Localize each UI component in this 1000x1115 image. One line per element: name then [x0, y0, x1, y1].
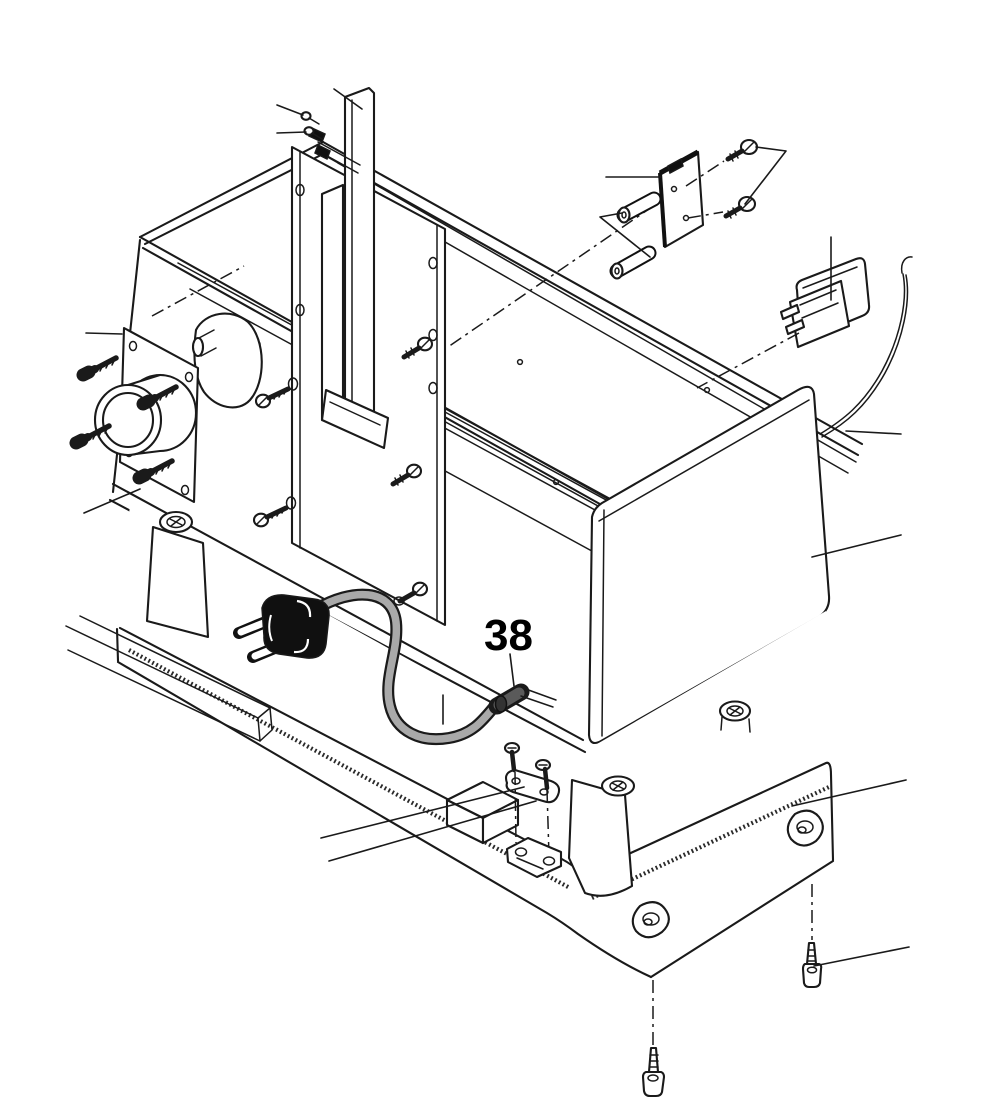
centerline [696, 332, 800, 389]
strain-relief-bushing [488, 683, 557, 715]
pan-head-screw [390, 463, 423, 487]
standoff-spacer [609, 245, 657, 280]
flat-head-screw [76, 355, 119, 382]
column-top-bracket [276, 88, 363, 174]
power-cord-assembly [233, 588, 557, 745]
centerline [546, 789, 550, 857]
pan-head-screw [252, 496, 297, 528]
spade-terminal [784, 318, 806, 336]
side-cover [587, 385, 902, 745]
chassis-foot-pillar [145, 510, 210, 639]
plate-screw [723, 195, 757, 219]
screw-recess [631, 901, 670, 939]
pan-head-screw [401, 336, 434, 360]
leader-line [845, 430, 902, 435]
centerline [151, 265, 245, 317]
switch-wire [819, 256, 913, 438]
pan-head-screw [254, 377, 299, 409]
clamp-bracket [505, 836, 563, 879]
pan-head-screw [393, 581, 429, 606]
socket-head-screw [641, 1046, 666, 1098]
socket-head-screw [801, 941, 823, 989]
screw-recess [786, 809, 824, 847]
leader-line [811, 534, 902, 558]
leader-line [333, 88, 363, 110]
boss-screw [718, 700, 752, 733]
panel-screws [390, 336, 434, 606]
base-screws [641, 884, 910, 1098]
bracket-screw [300, 111, 320, 125]
circuit-plate-assembly [447, 138, 787, 348]
leader-line [83, 488, 141, 514]
clamp-screw [534, 758, 552, 791]
flat-head-screw [69, 423, 112, 450]
leader-line [744, 146, 787, 205]
flange-screws [69, 355, 299, 528]
standoff-spacer [616, 191, 662, 224]
leader-line [599, 212, 651, 258]
leader-line [509, 653, 515, 687]
leader-line [320, 786, 525, 839]
rocker-switch [696, 236, 871, 389]
leader-line [276, 104, 304, 116]
centerline [685, 160, 725, 187]
centerline [687, 211, 724, 219]
column-clamp-block [320, 388, 390, 450]
clamp-screw [503, 741, 521, 773]
base-rib [65, 615, 273, 742]
plate-screw [725, 138, 759, 162]
leader-line [813, 946, 910, 967]
flat-head-screw [136, 384, 179, 411]
chassis-foot-pillar [567, 775, 636, 897]
callout-38-label: 38 [484, 611, 533, 660]
power-plug [233, 594, 330, 663]
leader-line [791, 779, 907, 807]
flat-head-screw [132, 458, 175, 485]
callout-38: 38 [484, 611, 533, 687]
leader-line [85, 332, 123, 335]
spade-terminal [779, 303, 801, 321]
bracket-screw [303, 126, 323, 140]
motor-body [193, 312, 263, 409]
leader-line [328, 800, 537, 862]
leader-line [276, 131, 307, 134]
